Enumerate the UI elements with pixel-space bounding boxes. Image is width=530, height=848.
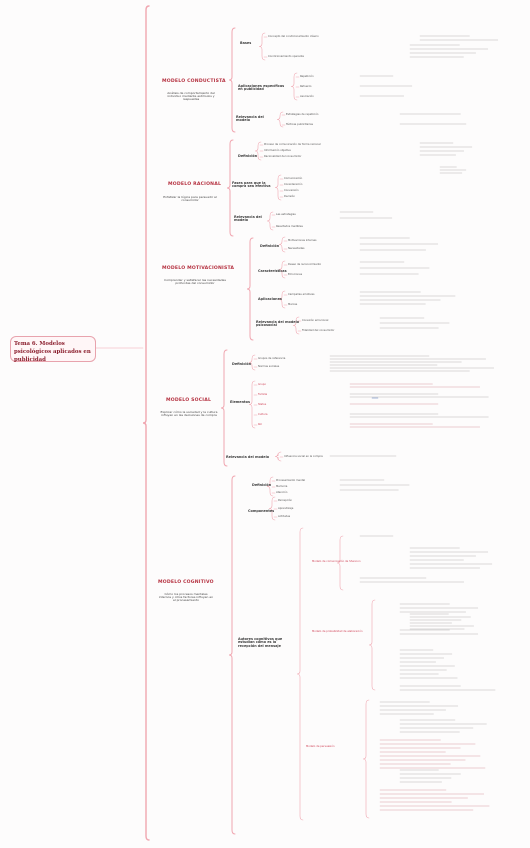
model-conductista-title: MODELO CONDUCTISTA [162,79,226,84]
leaf: Condicionamiento operante [268,55,305,58]
leaf: Comunicación [284,177,303,180]
leaf: Procesamiento mental [276,479,306,482]
section-brace [292,316,300,335]
leaf: Concepto del condicionamiento clásico [268,35,319,38]
sub-brace [368,599,376,691]
leaf: Percepción [278,499,293,502]
section-label: Características [258,269,287,273]
model-motivacionista-title: MODELO MOTIVACIONISTA [162,266,235,271]
title-box [10,336,96,362]
section-label: Relevancia del modelo [236,115,264,123]
section-brace [290,72,298,101]
leaf: Grupos de referencia [258,357,286,360]
leaf: Emociones [288,273,303,276]
leaf: Grupo [258,383,266,386]
section-brace [278,290,286,309]
section-label: Bases [240,41,252,45]
leaf: Información objetiva [264,149,291,152]
main-brace [142,5,150,841]
section-brace [296,527,304,821]
section-label: Relevancia del modelo [226,455,270,459]
leaf: Conversión [284,189,299,192]
model-cognitivo-title: MODELO COGNITIVO [158,580,214,585]
leaf: Necesidades [288,247,305,250]
leaf: Rol [258,423,262,426]
section-label: Relevancia del modelo [234,215,262,223]
leaf: Marcas [288,303,298,306]
section-label: Elementos [230,400,250,404]
model-brace [228,27,236,133]
leaf: Normas sociales [258,365,280,368]
leaf: Campañas emotivas [288,293,315,296]
leaf: Motivaciones internas [288,239,317,242]
page-title: Tema 6. Modelos psicológicos aplicados e… [14,341,91,364]
leaf: Racionalidad del consumidor [264,155,302,158]
leaf: Resultados medibles [276,225,303,228]
leaf: Aprendizaje [278,507,294,510]
leaf: Familia [258,393,268,396]
leaf: Conexión emocional [302,319,329,322]
section-brace [274,174,282,201]
section-brace [254,141,262,161]
leaf: Tácticas publicitarias [286,123,313,126]
section-brace [268,496,276,521]
section-brace [266,211,274,231]
leaf: Modelo de comunicación de Shannon [312,560,361,563]
model-racional-title: MODELO RACIONAL [168,182,222,187]
section-label: Definición [232,362,252,366]
leaf: Estrategias de repetición [286,113,319,116]
section-label: Aplicaciones [258,297,282,301]
section-label: Definición [238,154,258,158]
leaf: Consideración [284,183,303,186]
model-brace [226,139,234,237]
section-brace [276,111,284,128]
sub-brace [336,535,344,591]
leaf: Asociación [300,95,314,98]
leaf: Atención [276,491,288,494]
section-brace [248,380,256,429]
model-brace [220,349,228,467]
model-brace [246,237,254,341]
leaf: Refuerzo [300,85,312,88]
leaf: Modelo de persuasión [306,745,335,748]
section-brace [278,260,286,279]
section-brace [278,236,286,253]
leaf: Influencia social en la compra [284,455,323,458]
leaf: Cultura [258,413,268,416]
section-label: Definición [252,483,272,487]
section-label: Fases para que la compra sea efectiva [232,181,271,189]
section-label: Definición [260,244,280,248]
leaf: Repetición [300,75,314,78]
leaf: Deseo de reconocimiento [288,263,322,266]
leaf: Decisión [284,195,296,198]
leaf: Fidelidad del consumidor [302,329,335,332]
section-label: Autores cognitivos que estudian cómo es … [238,637,283,648]
model-cognitivo-desc: Cómo los procesos mentales internos y ot… [158,592,214,602]
model-racional-desc: Enfatizar la lógica para persuadir al co… [163,195,217,202]
model-social-title: MODELO SOCIAL [166,398,212,403]
leaf: Modelo de probabilidad de elaboración [312,630,363,633]
model-brace [228,475,236,835]
section-brace [248,354,256,371]
leaf: Memoria [276,485,288,488]
model-conductista-desc: Análisis de comportamiento del individuo… [167,91,215,101]
model-social-desc: Explicar cómo la sociedad y la cultura i… [160,410,218,417]
section-label: Relevancia del modelo psicosocial [256,320,300,328]
section-brace [274,451,282,462]
section-label: Aplicaciones específicas en publicidad [238,84,285,92]
leaf: Actitudes [278,515,291,518]
leaf: Las estrategias [276,213,296,216]
model-motivacionista-desc: Comprender y satisfacer las necesidades … [164,278,226,285]
section-brace [258,32,266,61]
leaf: Proceso de comunicación de forma raciona… [264,143,321,146]
section-label: Componentes [248,509,275,513]
sub-brace [362,699,370,819]
leaf: Status [258,403,267,406]
section-brace [266,476,274,497]
